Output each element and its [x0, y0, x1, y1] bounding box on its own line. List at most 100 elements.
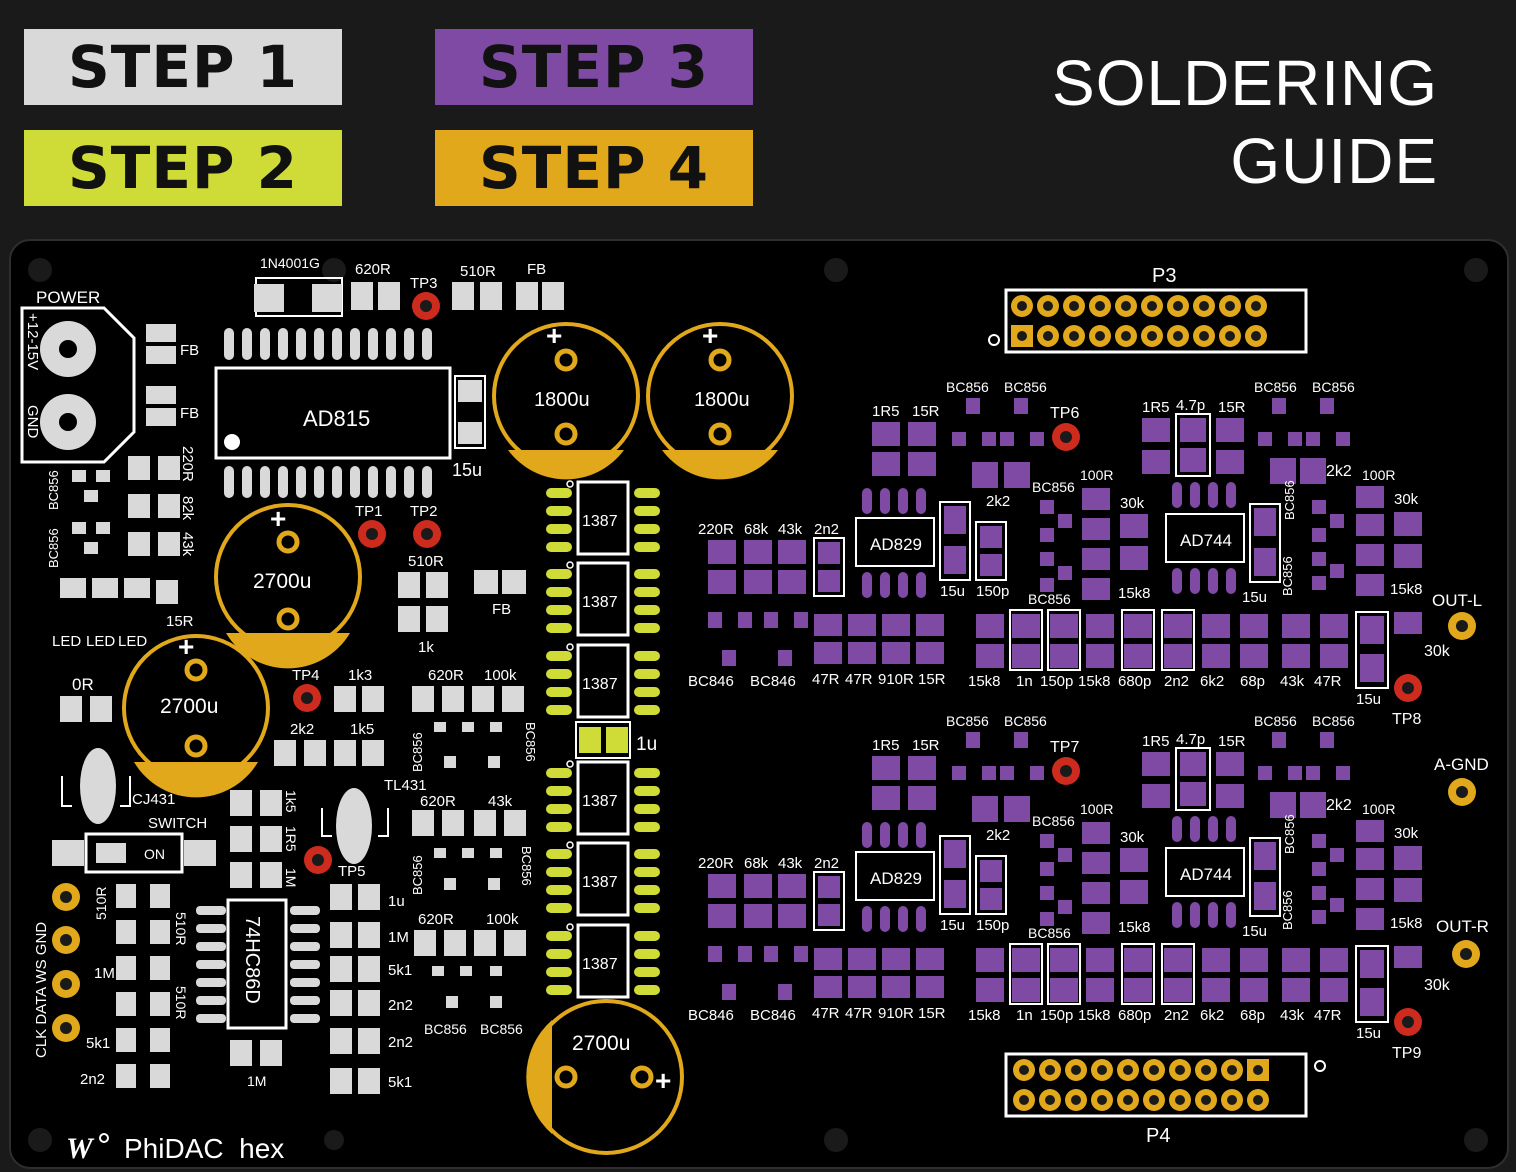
smd-pad: [1282, 948, 1310, 972]
smd-pad: [764, 946, 778, 962]
smd-pad: [966, 732, 980, 748]
smd-pad: [916, 948, 944, 970]
smd-pad: [1164, 948, 1192, 972]
svg-text:+: +: [546, 320, 562, 351]
tp1-label: TP1: [355, 503, 383, 520]
power-connector-outline: [20, 306, 136, 464]
component-outline: [855, 517, 935, 567]
component-outline: [1165, 513, 1245, 563]
smd-pad: [1216, 784, 1244, 808]
smd-pad: [1058, 848, 1072, 862]
smd-pad: [1082, 912, 1110, 934]
ic-pin: [880, 488, 890, 514]
r1m-label-left: 1M: [94, 965, 115, 982]
smd-pad: [1164, 978, 1192, 1002]
c2n2-label-col2: 2n2: [388, 1034, 413, 1051]
smd-pad: [818, 904, 840, 926]
r1k5-label: 1k5: [283, 790, 299, 813]
ic-pin: [634, 903, 660, 913]
component-outline: [1355, 611, 1389, 689]
smd-pad: [1082, 488, 1110, 510]
ic-pin: [898, 572, 908, 598]
smd-pad: [952, 432, 966, 446]
smd-pad: [778, 984, 792, 1000]
component-outline: [1175, 747, 1211, 811]
pin1-marker: [566, 760, 574, 768]
smd-pad: [1082, 882, 1110, 904]
smd-pad: [1356, 878, 1384, 900]
r510-label-l3: 510R: [173, 986, 189, 1019]
smd-pad: [1082, 578, 1110, 600]
smd-pad: [1058, 566, 1072, 580]
smd-pad: [1254, 548, 1276, 576]
pin-hole: [1253, 1095, 1263, 1105]
component-label: 2n2: [814, 855, 839, 872]
component-label: 30k: [1424, 977, 1451, 994]
smd-pad: [976, 978, 1004, 1002]
smd-pad: [1180, 782, 1206, 806]
smd-pad: [1356, 514, 1384, 536]
smd-pad: [1050, 614, 1078, 638]
smd-pad: [1312, 886, 1326, 900]
r82k-label: 82k: [179, 496, 196, 521]
power-label: POWER: [36, 288, 100, 307]
component-label: 15R: [1218, 733, 1246, 750]
smd-pad: [1270, 792, 1296, 818]
pin1-marker: [566, 643, 574, 651]
dac-1387-body: [576, 923, 630, 999]
r510-label-mid: 510R: [408, 553, 444, 570]
smd-pad: [980, 554, 1002, 576]
r5k1-label-col1: 5k1: [388, 962, 412, 979]
smd-pad: [1312, 862, 1326, 876]
smd-pad: [1050, 948, 1078, 972]
pin-hole: [1060, 431, 1072, 443]
component-label: 47R: [845, 1005, 873, 1022]
tl431-label: TL431: [384, 777, 427, 794]
component-label: 910R: [878, 1005, 914, 1022]
smd-pad: [1258, 432, 1272, 446]
component-label: BC856: [1028, 591, 1071, 607]
smd-pad: [1120, 546, 1148, 570]
smd-pad: [1272, 732, 1286, 748]
smd-pad: [1394, 512, 1422, 536]
fb-label-top: FB: [527, 261, 546, 278]
ic-pin: [634, 687, 660, 697]
r1k5-label-mid: 1k5: [350, 721, 374, 738]
c1u-label-1387: 1u: [636, 734, 657, 755]
ic-pin: [1190, 482, 1200, 508]
smd-pad: [1012, 948, 1040, 972]
brand-label: PhiDAC hex: [124, 1133, 284, 1164]
smd-pad: [908, 452, 936, 476]
component-label: 15u: [1356, 691, 1381, 708]
component-label: 2k2: [1326, 463, 1352, 480]
component-outline: [1121, 609, 1155, 671]
cap-2700u-b-label: 2700u: [160, 695, 218, 718]
smd-pad: [738, 612, 752, 628]
component-label: 150p: [976, 917, 1009, 934]
component-outline: [939, 835, 971, 915]
pin-hole: [1071, 1095, 1081, 1105]
ic-pin: [898, 488, 908, 514]
smd-pad: [972, 462, 998, 488]
dac-1387-label: 1387: [582, 676, 618, 693]
smd-pad: [916, 642, 944, 664]
component-label: 2n2: [1164, 673, 1189, 690]
component-label: 1R5: [1142, 399, 1170, 416]
smd-pad: [1086, 644, 1114, 668]
component-outline: [1249, 837, 1281, 917]
r620-label-mid3: 620R: [418, 911, 454, 928]
fb-label-1: FB: [180, 342, 199, 359]
smd-pad: [908, 422, 936, 446]
smd-pad: [778, 570, 806, 594]
component-label: BC856: [1312, 379, 1355, 395]
ic-pin: [1208, 902, 1218, 928]
component-label: 43k: [1280, 673, 1305, 690]
smd-pad: [764, 612, 778, 628]
ic-pin: [1172, 568, 1182, 594]
ic-pin: [546, 524, 572, 534]
smd-pad: [744, 540, 772, 564]
component-label: AD744: [1180, 531, 1232, 550]
component-label: AD744: [1180, 865, 1232, 884]
ic-pin: [898, 822, 908, 848]
component-label: 150p: [1040, 673, 1073, 690]
